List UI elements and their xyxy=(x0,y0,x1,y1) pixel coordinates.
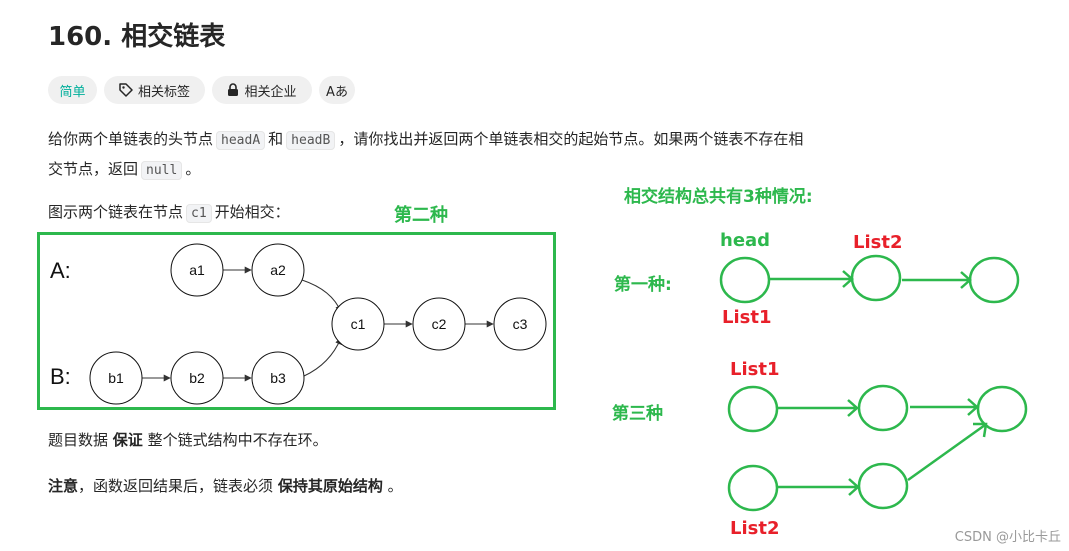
watermark: CSDN @小比卡丘 xyxy=(954,530,1061,545)
case-one-sketch xyxy=(719,254,1020,304)
desc-text: 。 xyxy=(185,160,201,178)
code-headB: headB xyxy=(286,131,336,150)
note-bold: 注意 xyxy=(48,477,79,495)
desc-text: ，请你找出并返回两个单链表相交的起始节点。如果两个链表不存在相 xyxy=(338,130,804,148)
case3-node-4 xyxy=(857,462,909,510)
guarantee-pre: 题目数据 xyxy=(48,431,109,449)
edge-a2-c1 xyxy=(301,279,342,313)
case-three-sketch xyxy=(727,384,1028,512)
second-kind-label: 第二种 xyxy=(394,204,448,226)
case1-node-3 xyxy=(968,256,1020,304)
tag-icon xyxy=(119,83,133,97)
desc-text: 交节点，返回 xyxy=(48,160,139,178)
desc-text: 和 xyxy=(268,130,284,148)
difficulty-badge[interactable]: 简单 xyxy=(48,76,97,104)
node-a1 xyxy=(170,243,224,297)
case3-node-2 xyxy=(857,384,909,432)
diagram-frame xyxy=(37,232,556,410)
guarantee-text: 题目数据 保证 整个链式结构中不存在环。 xyxy=(48,426,328,454)
third-kind-label: 第三种 xyxy=(612,403,663,424)
list1-label-a: List1 xyxy=(722,307,771,328)
node-a2 xyxy=(251,243,305,297)
list1-label-b: List1 xyxy=(730,359,779,380)
list-a-label: A: xyxy=(50,258,71,283)
case1-arrow-2 xyxy=(902,271,972,289)
list2-label-b: List2 xyxy=(730,518,779,539)
node-c2 xyxy=(412,297,466,351)
related-companies-button[interactable]: 相关企业 xyxy=(212,76,312,104)
node-c1-label: c1 xyxy=(351,316,366,332)
node-b2-label: b2 xyxy=(189,370,205,386)
note-text: 注意，函数返回结果后，链表必须 保持其原始结构 。 xyxy=(48,472,403,500)
caption-text: 开始相交： xyxy=(214,203,290,221)
case3-arrow-3 xyxy=(778,478,860,496)
node-a1-label: a1 xyxy=(189,262,205,278)
node-c3 xyxy=(493,297,547,351)
translate-button[interactable]: Aあ xyxy=(319,76,355,104)
guarantee-post: 整个链式结构中不存在环。 xyxy=(147,431,328,449)
lock-icon xyxy=(228,83,239,96)
code-null: null xyxy=(141,161,183,180)
page-title: 160. 相交链表 xyxy=(48,22,226,52)
case3-node-list2 xyxy=(727,464,779,512)
caption-text: 图示两个链表在节点 xyxy=(48,203,184,221)
node-b1 xyxy=(89,351,143,405)
node-c3-label: c3 xyxy=(513,316,528,332)
list-b-label: B: xyxy=(50,364,71,389)
first-kind-label: 第一种: xyxy=(614,274,672,295)
node-b3 xyxy=(251,351,305,405)
node-b3-label: b3 xyxy=(270,370,286,386)
case3-arrow-4 xyxy=(907,422,988,482)
node-b2 xyxy=(170,351,224,405)
case3-node-join xyxy=(976,385,1028,433)
related-tags-label: 相关标签 xyxy=(137,84,190,100)
case3-arrow-2 xyxy=(910,398,979,416)
related-tags-button[interactable]: 相关标签 xyxy=(104,76,205,104)
node-a2-label: a2 xyxy=(270,262,286,278)
note-mid: ，函数返回结果后，链表必须 xyxy=(78,477,274,495)
summary-label: 相交结构总共有3种情况: xyxy=(624,186,813,207)
list2-label-a: List2 xyxy=(853,232,902,253)
related-companies-label: 相关企业 xyxy=(244,84,297,100)
note-end: 。 xyxy=(387,477,403,495)
desc-text: 给你两个单链表的头节点 xyxy=(48,130,214,148)
node-c2-label: c2 xyxy=(432,316,447,332)
code-headA: headA xyxy=(216,131,266,150)
edge-b3-c1 xyxy=(303,337,342,377)
node-b1-label: b1 xyxy=(108,370,124,386)
case1-node-2 xyxy=(850,254,902,302)
case1-arrow-1 xyxy=(770,270,854,288)
note-bold-2: 保持其原始结构 xyxy=(277,477,383,495)
case3-arrow-1 xyxy=(778,399,859,417)
guarantee-bold: 保证 xyxy=(112,431,143,449)
head-label: head xyxy=(720,230,770,251)
code-c1: c1 xyxy=(186,204,212,223)
node-c1 xyxy=(331,297,385,351)
case3-node-list1 xyxy=(727,385,779,433)
difficulty-label: 简单 xyxy=(59,84,86,100)
translate-icon: Aあ xyxy=(326,84,348,100)
case1-node-1 xyxy=(719,256,771,304)
